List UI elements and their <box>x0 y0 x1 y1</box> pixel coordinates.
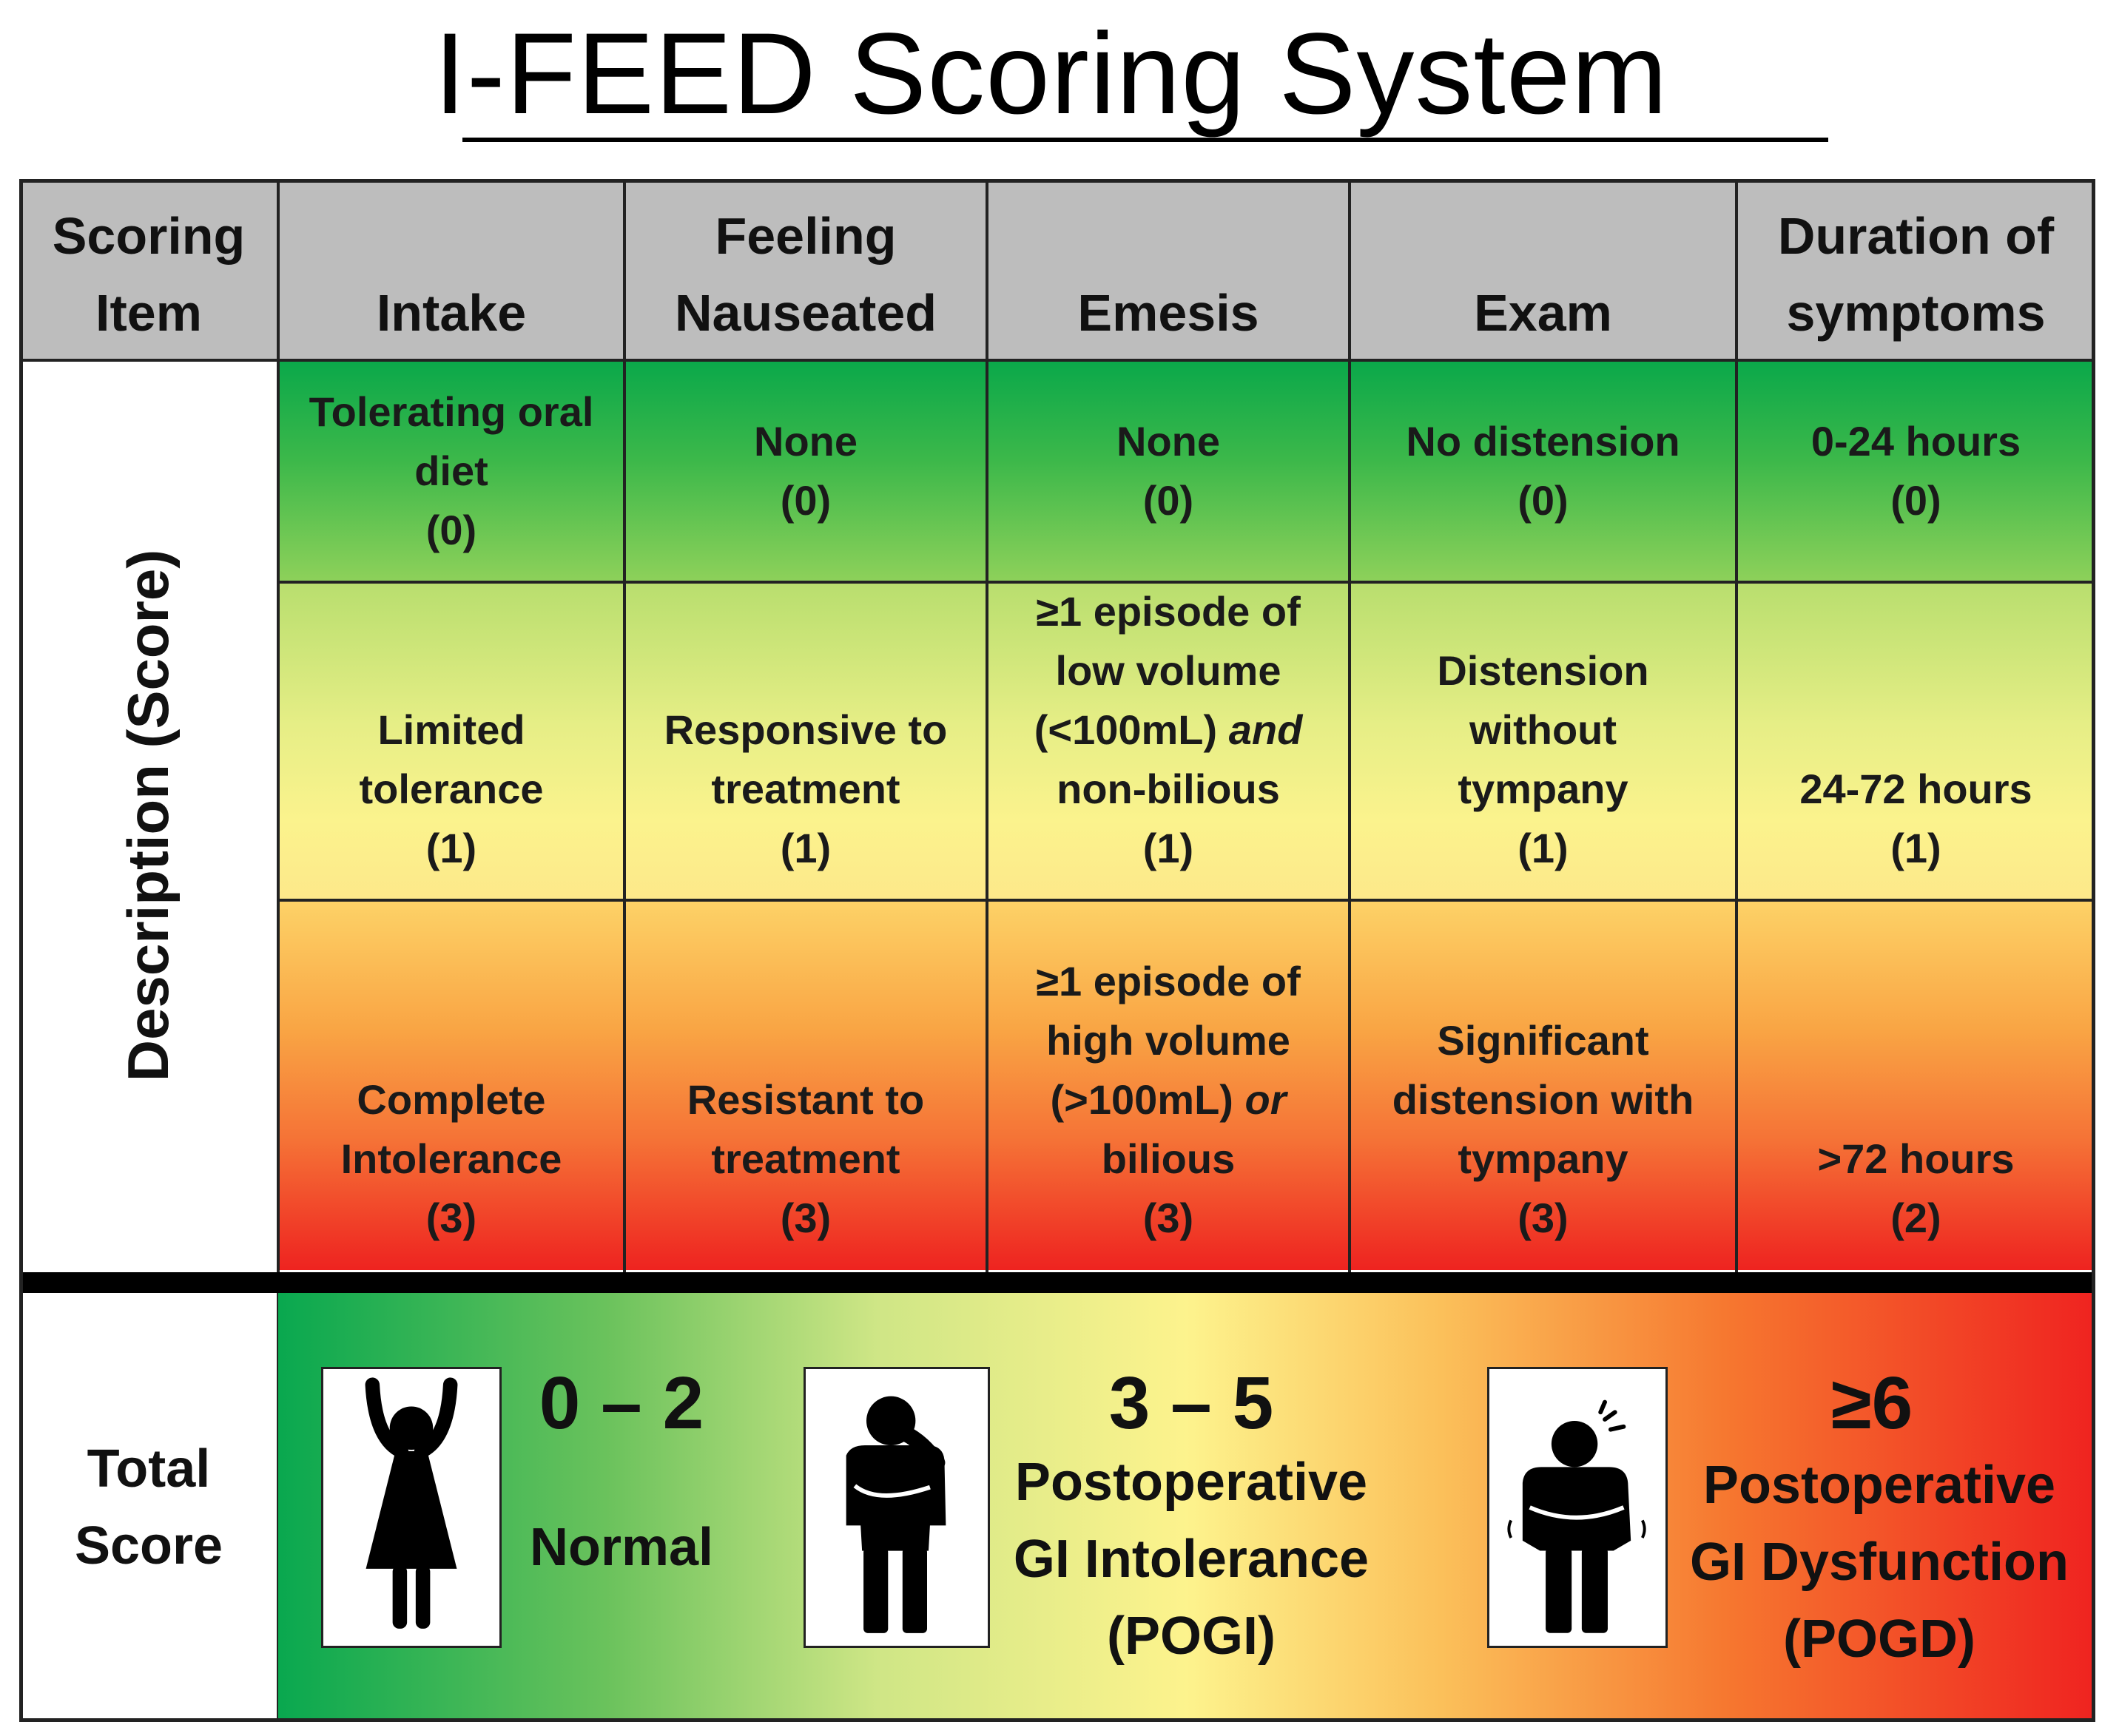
grid-line <box>1348 179 1351 1272</box>
person-arms-raised-icon <box>321 1367 502 1648</box>
range-normal: 0 – 2 <box>539 1362 704 1445</box>
header-intake: Intake <box>376 284 527 342</box>
header-emesis: Emesis <box>1077 284 1259 342</box>
person-nauseated-icon <box>804 1367 990 1648</box>
grid-line <box>277 179 280 1722</box>
table-frame <box>19 179 2095 1722</box>
score-3-band <box>278 900 2095 1270</box>
cell-exam-0: No distension(0) <box>1406 418 1680 524</box>
section-separator <box>19 1272 2095 1293</box>
score-0-band <box>278 360 2095 582</box>
grid-line <box>278 899 2095 902</box>
grid-line <box>986 179 988 1272</box>
grid-line <box>19 359 2095 362</box>
cell-emesis-0: None(0) <box>1116 418 1220 524</box>
page-title: I-FEED Scoring System <box>434 10 1668 138</box>
cell-duration-2: >72 hours(2) <box>1817 1135 2015 1241</box>
outcome-pogi: Postoperative GI Intolerance (POGI) <box>1013 1453 1370 1666</box>
title-underline <box>462 138 1828 142</box>
grid-line <box>278 581 2095 584</box>
header-row <box>19 179 2095 360</box>
range-pogd: ≥6 <box>1830 1362 1913 1445</box>
outcome-normal: Normal <box>529 1518 714 1577</box>
total-score-gradient <box>278 1293 2095 1722</box>
cell-duration-0: 0-24 hours(0) <box>1810 418 2021 524</box>
person-stomach-pain-icon <box>1487 1367 1668 1648</box>
range-pogi: 3 – 5 <box>1108 1362 1274 1445</box>
cell-duration-1: 24-72 hours(1) <box>1799 766 2032 871</box>
grid-line <box>623 179 626 1272</box>
header-exam: Exam <box>1474 284 1612 342</box>
cell-feeling-0: None(0) <box>754 418 858 524</box>
outcome-pogd: Postoperative GI Dysfunction (POGD) <box>1689 1456 2069 1669</box>
score-1-band <box>278 582 2095 900</box>
grid-line <box>1735 179 1738 1272</box>
